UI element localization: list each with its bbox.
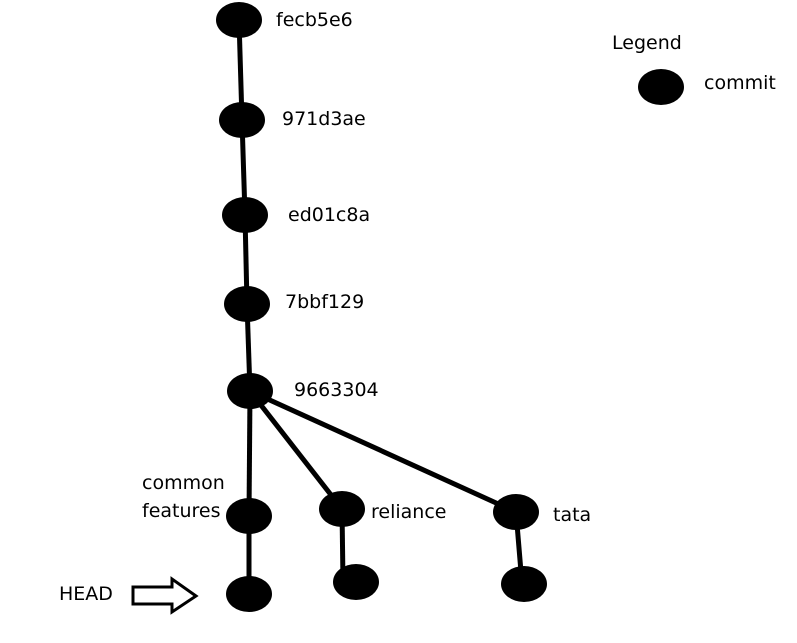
edge-9663304-common-features	[246, 390, 253, 517]
commit-node-common-features	[226, 498, 272, 534]
right-arrow-icon	[131, 576, 199, 615]
commit-node-7bbf129	[224, 286, 270, 322]
commit-node-reliance	[319, 491, 365, 527]
commit-label-common-line2: features	[142, 500, 221, 522]
commit-label-7bbf129: 7bbf129	[285, 291, 365, 313]
commit-label-reliance: reliance	[371, 501, 447, 523]
commit-node-reliance-child	[333, 564, 379, 600]
commit-node-tata-child	[501, 566, 547, 602]
commit-label-ed01c8a: ed01c8a	[288, 204, 371, 226]
commit-node-ed01c8a	[222, 197, 268, 233]
commit-node-971d3ae	[219, 102, 265, 138]
commit-node-9663304	[227, 373, 273, 409]
commit-node-icon	[638, 69, 684, 105]
legend-item-label: commit	[704, 72, 776, 94]
commit-node-head	[226, 576, 272, 612]
commit-node-tata	[493, 494, 539, 530]
commit-node-fecb5e6	[216, 2, 262, 38]
commit-label-971d3ae: 971d3ae	[282, 108, 366, 130]
head-label: HEAD	[59, 583, 113, 605]
commit-label-9663304: 9663304	[294, 379, 379, 401]
commit-label-tata: tata	[553, 504, 592, 526]
commit-label-fecb5e6: fecb5e6	[276, 9, 353, 31]
commit-label-common-features: common features	[142, 469, 225, 525]
edge-9663304-reliance	[248, 389, 344, 511]
legend-title: Legend	[612, 32, 682, 54]
edge-9663304-tata	[248, 388, 518, 515]
commit-label-common-line1: common	[142, 472, 225, 494]
